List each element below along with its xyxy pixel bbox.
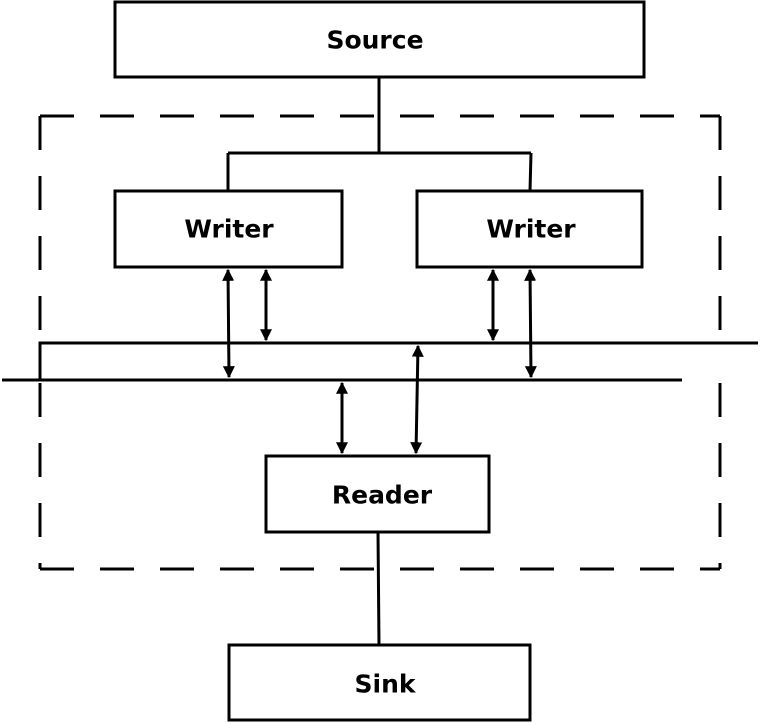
bus-upper	[38, 341, 758, 380]
writer-right-node: Writer	[415, 189, 644, 269]
sink-label: Sink	[355, 670, 417, 699]
source-to-writers-connector	[226, 77, 533, 192]
sink-node: Sink	[227, 643, 532, 722]
source-label: Source	[326, 26, 423, 55]
source-node: Source	[113, 0, 646, 79]
reader-label: Reader	[332, 481, 433, 510]
dashed-boundary	[38, 114, 722, 571]
writer-left-label: Writer	[184, 215, 274, 244]
bus-lines	[2, 341, 758, 382]
arrow-writer-left-bus-lower	[222, 268, 235, 379]
arrow-reader-bus-upper	[410, 344, 424, 455]
reader-to-sink-connector	[376, 531, 381, 646]
reader-node: Reader	[264, 454, 491, 534]
arrow-writer-right-bus-lower	[524, 268, 537, 379]
writer-left-node: Writer	[113, 189, 344, 269]
writer-right-label: Writer	[486, 215, 576, 244]
bidirectional-arrows	[222, 268, 537, 455]
